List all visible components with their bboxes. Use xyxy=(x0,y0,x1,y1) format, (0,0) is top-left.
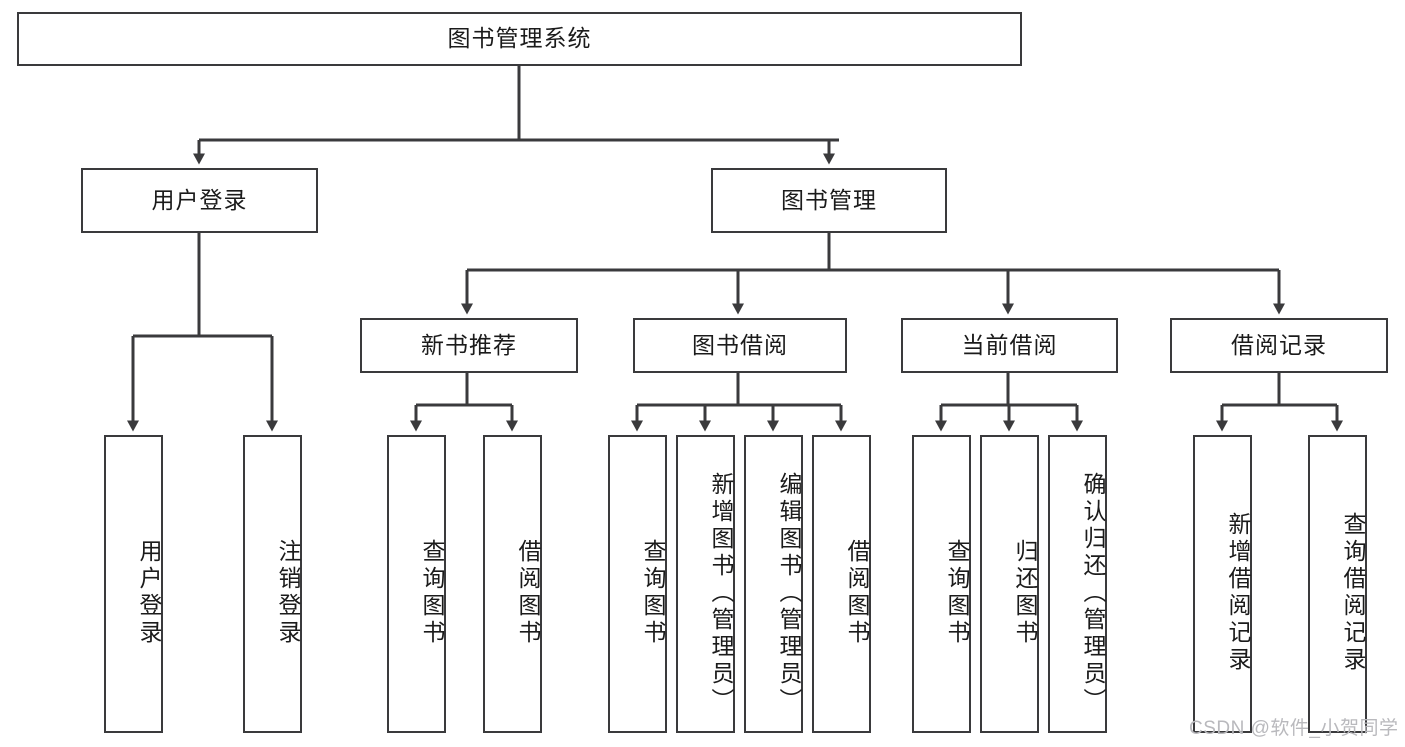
watermark: CSDN @软件_小贺同学 xyxy=(1189,718,1399,739)
leaf-query-record-label: 查询借阅记录 xyxy=(1340,512,1366,674)
leaf-add-book[interactable]: 新增图书（管理员） xyxy=(676,435,735,733)
leaf-query-book-2-label: 查询图书 xyxy=(640,539,666,647)
node-book-borrow[interactable]: 图书借阅 xyxy=(633,318,847,373)
node-book-borrow-label: 图书借阅 xyxy=(692,331,788,358)
leaf-borrow-book-2[interactable]: 借阅图书 xyxy=(812,435,871,733)
leaf-borrow-book-2-label: 借阅图书 xyxy=(844,539,870,647)
leaf-add-book-label: 新增图书（管理员） xyxy=(708,471,734,715)
leaf-user-login[interactable]: 用户登录 xyxy=(104,435,163,733)
leaf-add-record-label: 新增借阅记录 xyxy=(1225,512,1251,674)
leaf-return-book-label: 归还图书 xyxy=(1012,539,1038,647)
leaf-query-book-1[interactable]: 查询图书 xyxy=(387,435,446,733)
node-current-borrow-label: 当前借阅 xyxy=(961,331,1058,358)
leaf-query-book-2[interactable]: 查询图书 xyxy=(608,435,667,733)
node-borrow-record-label: 借阅记录 xyxy=(1231,331,1327,358)
leaf-edit-book-label: 编辑图书（管理员） xyxy=(776,471,802,715)
leaf-query-book-3[interactable]: 查询图书 xyxy=(912,435,971,733)
leaf-logout[interactable]: 注销登录 xyxy=(243,435,302,733)
node-new-book-rec-label: 新书推荐 xyxy=(421,331,517,358)
node-current-borrow[interactable]: 当前借阅 xyxy=(901,318,1118,373)
node-root-label: 图书管理系统 xyxy=(447,25,592,52)
node-book-manage[interactable]: 图书管理 xyxy=(711,168,947,233)
leaf-borrow-book-1-label: 借阅图书 xyxy=(515,539,541,647)
leaf-borrow-book-1[interactable]: 借阅图书 xyxy=(483,435,542,733)
leaf-query-book-3-label: 查询图书 xyxy=(944,539,970,647)
leaf-edit-book[interactable]: 编辑图书（管理员） xyxy=(744,435,803,733)
node-user-login-label: 用户登录 xyxy=(151,186,248,213)
node-new-book-rec[interactable]: 新书推荐 xyxy=(360,318,578,373)
node-borrow-record[interactable]: 借阅记录 xyxy=(1170,318,1388,373)
leaf-confirm-return-label: 确认归还（管理员） xyxy=(1080,471,1106,715)
leaf-add-record[interactable]: 新增借阅记录 xyxy=(1193,435,1252,733)
node-user-login[interactable]: 用户登录 xyxy=(81,168,318,233)
leaf-return-book[interactable]: 归还图书 xyxy=(980,435,1039,733)
node-book-manage-label: 图书管理 xyxy=(781,186,877,213)
leaf-query-record[interactable]: 查询借阅记录 xyxy=(1308,435,1367,733)
leaf-logout-label: 注销登录 xyxy=(275,539,301,647)
leaf-query-book-1-label: 查询图书 xyxy=(419,539,445,647)
node-root[interactable]: 图书管理系统 xyxy=(17,12,1022,66)
leaf-user-login-label: 用户登录 xyxy=(136,539,162,647)
leaf-confirm-return[interactable]: 确认归还（管理员） xyxy=(1048,435,1107,733)
